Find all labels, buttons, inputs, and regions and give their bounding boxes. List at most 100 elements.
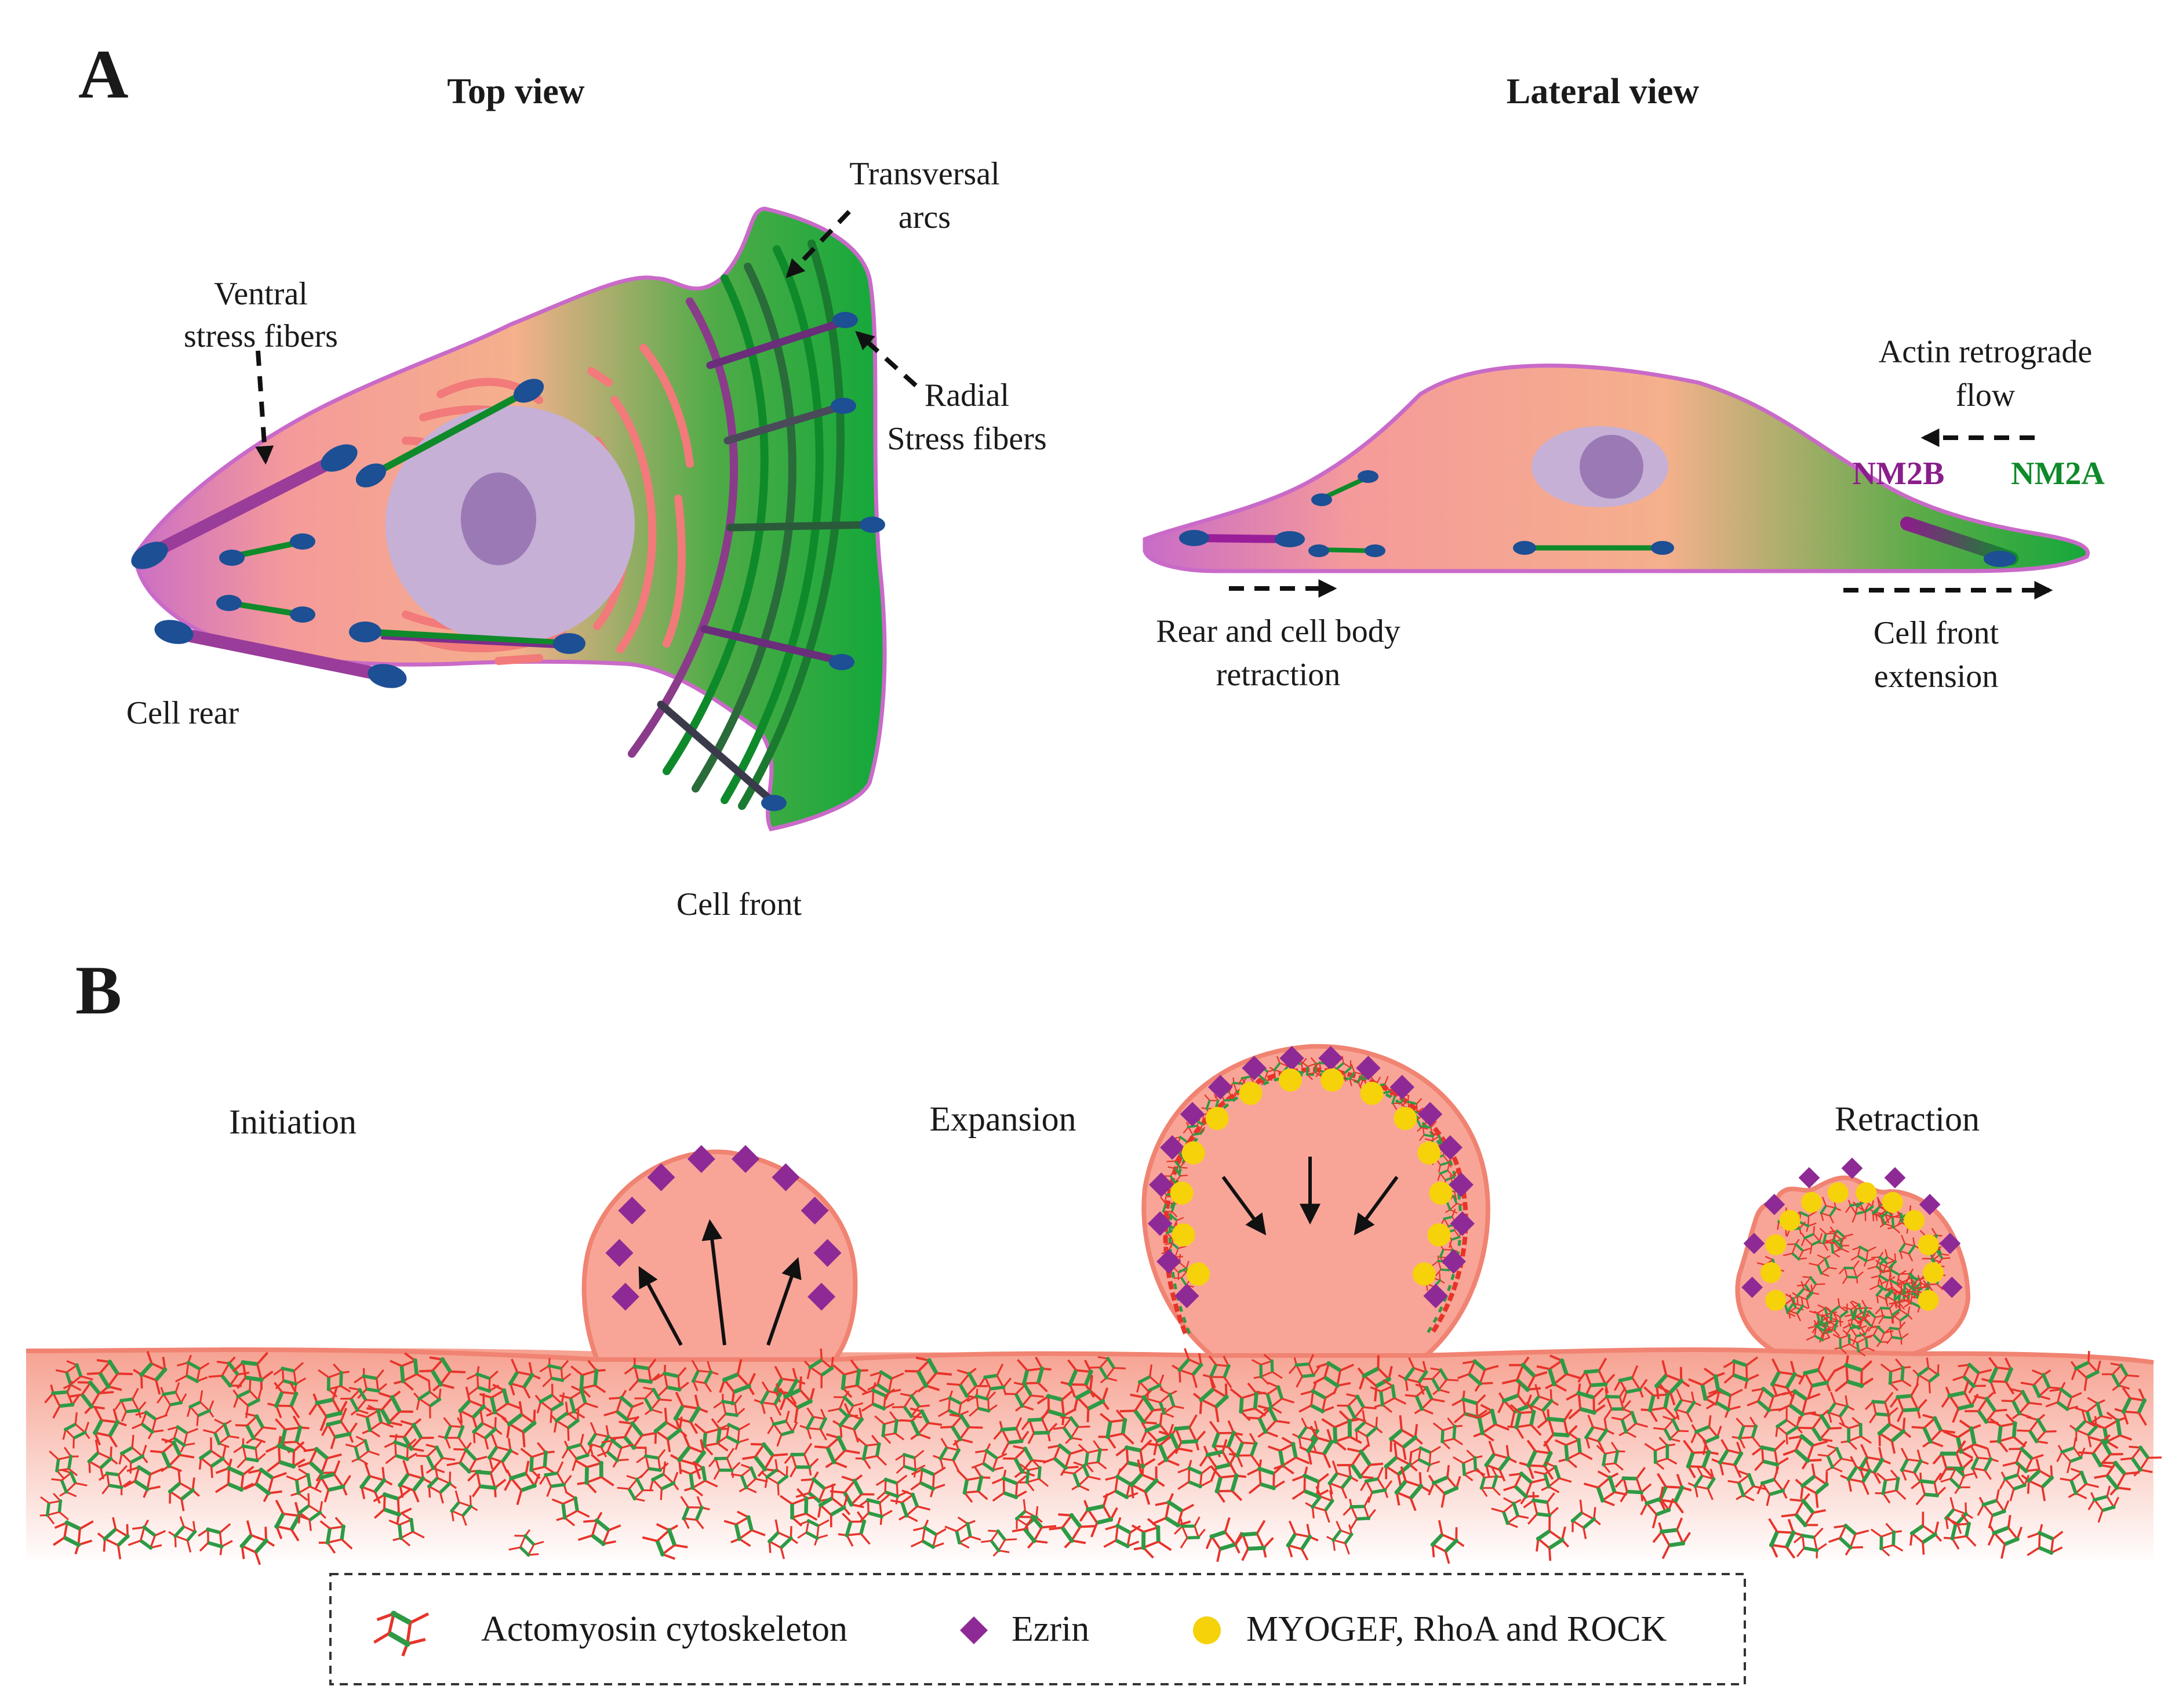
ezrin-marker [801, 1196, 829, 1225]
label-front-1: Cell front [1874, 615, 1999, 651]
ezrin-marker [1763, 1194, 1785, 1215]
label-cell-rear: Cell rear [126, 695, 239, 731]
cortex-membrane [26, 1347, 2154, 1365]
ezrin-marker [807, 1282, 836, 1311]
label-front-2: extension [1874, 659, 1999, 695]
ezrin-marker [1919, 1194, 1941, 1215]
myogef-marker [1760, 1262, 1781, 1283]
myogef-marker [1918, 1289, 1939, 1311]
lateral-view-title: Lateral view [1507, 72, 1700, 111]
ezrin-marker [1318, 1045, 1343, 1071]
myogef-marker [1904, 1210, 1925, 1231]
ezrin-marker [1356, 1055, 1381, 1081]
ezrin-marker [605, 1239, 634, 1267]
myogef-marker [1172, 1223, 1195, 1247]
label-ventral-1: Ventral [214, 276, 308, 312]
ezrin-marker [1438, 1135, 1463, 1160]
myogef-marker [1779, 1210, 1800, 1231]
label-retro-1: Actin retrograde [1879, 334, 2092, 370]
label-rear-2: retraction [1216, 657, 1341, 693]
label-transversal-2: arcs [898, 199, 951, 235]
ezrin-marker [1242, 1055, 1267, 1081]
ezrin-marker [1207, 1074, 1233, 1100]
myogef-marker [1181, 1141, 1205, 1165]
legend-actomyosin-label: Actomyosin cytoskeleton [481, 1609, 847, 1649]
myogef-marker [1417, 1141, 1441, 1165]
legend-box [329, 1573, 1746, 1685]
ezrin-marker [1149, 1172, 1174, 1197]
label-rear-1: Rear and cell body [1156, 613, 1400, 649]
myogef-marker [1360, 1081, 1384, 1105]
myogef-marker [1827, 1182, 1849, 1204]
top-view-nucleolus [461, 473, 536, 565]
stage-initiation: Initiation [229, 1103, 357, 1141]
lateral-view-nucleolus [1580, 435, 1643, 499]
bleb-force-arrows [638, 1157, 1399, 1346]
ezrin-marker [618, 1196, 646, 1225]
legend-myogef-swatch [1193, 1616, 1221, 1644]
lateral-adhesions [1179, 470, 2016, 567]
label-transversal-1: Transversal [849, 156, 999, 192]
legend: Actomyosin cytoskeleton Ezrin MYOGEF, Rh… [329, 1573, 1746, 1685]
ezrin-marker [813, 1239, 842, 1267]
ezrin-marker [1841, 1157, 1863, 1179]
ezrin-marker [1743, 1233, 1765, 1255]
myogef-marker [1170, 1181, 1194, 1205]
transversal-arcs [628, 239, 845, 810]
legend-ezrin-label: Ezrin [1012, 1609, 1089, 1649]
label-cell-front: Cell front [676, 886, 802, 922]
legend-ezrin-swatch [959, 1616, 988, 1645]
myogef-marker [1394, 1107, 1417, 1131]
lateral-view-labels: Actin retrograde flow NM2B NM2A Rear and… [1156, 334, 2105, 695]
radial-adhesions [761, 312, 885, 811]
stage-retraction: Retraction [1835, 1100, 1980, 1138]
radial-stress-fibers [657, 318, 876, 804]
ezrin-marker [1741, 1277, 1763, 1298]
ezrin-marker [1798, 1167, 1820, 1189]
legend-myogef-label: MYOGEF, RhoA and ROCK [1246, 1609, 1667, 1649]
panel-b-letter: B [75, 951, 122, 1029]
myogef-marker [1427, 1223, 1451, 1247]
panel-a-letter: A [78, 35, 129, 112]
myogef-marker [1239, 1081, 1263, 1105]
ventral-stress-fibers [144, 388, 572, 682]
top-view-arrows [255, 210, 918, 465]
myogef-marker [1918, 1234, 1939, 1256]
ezrin-marker [1147, 1211, 1173, 1236]
myogef-marker [1278, 1068, 1302, 1092]
label-radial-1: Radial [925, 377, 1009, 413]
ezrin-marker [1160, 1135, 1185, 1160]
myogef-marker [1205, 1107, 1229, 1131]
ezrin-marker [1417, 1102, 1443, 1127]
ezrin-marker [1939, 1233, 1961, 1255]
label-radial-2: Stress fibers [887, 421, 1046, 457]
myogef-marker [1882, 1191, 1903, 1213]
label-ventral-2: stress fibers [184, 318, 338, 354]
top-view-labels: Ventral stress fibers Transversal arcs R… [126, 156, 1047, 922]
myogef-marker [1801, 1191, 1822, 1213]
myogef-markers [1170, 1068, 1944, 1311]
ezrin-marker [611, 1282, 639, 1311]
ezrin-marker [1389, 1074, 1415, 1100]
label-nm2b: NM2B [1853, 456, 1945, 492]
myogef-marker [1923, 1262, 1944, 1283]
label-nm2a: NM2A [2011, 456, 2105, 492]
myogef-marker [1412, 1262, 1436, 1286]
bleb-initiation [581, 1149, 858, 1362]
ezrin-marker [1941, 1277, 1963, 1298]
lateral-view-cell [1143, 364, 2090, 573]
myogef-marker [1429, 1181, 1453, 1205]
ventral-adhesions [131, 379, 585, 688]
label-retro-2: flow [1956, 377, 2016, 413]
top-view-title: Top view [447, 72, 584, 111]
ezrin-marker [1884, 1167, 1906, 1189]
stage-expansion: Expansion [929, 1100, 1076, 1138]
bleb-stage-labels: Initiation Expansion Retraction [229, 1100, 1980, 1141]
ezrin-marker [1279, 1045, 1304, 1071]
ezrin-marker [1180, 1102, 1205, 1127]
top-view-cell [131, 206, 887, 831]
lateral-view-arrows [1229, 428, 2053, 599]
myogef-marker [1321, 1068, 1344, 1092]
myogef-marker [1856, 1182, 1877, 1204]
